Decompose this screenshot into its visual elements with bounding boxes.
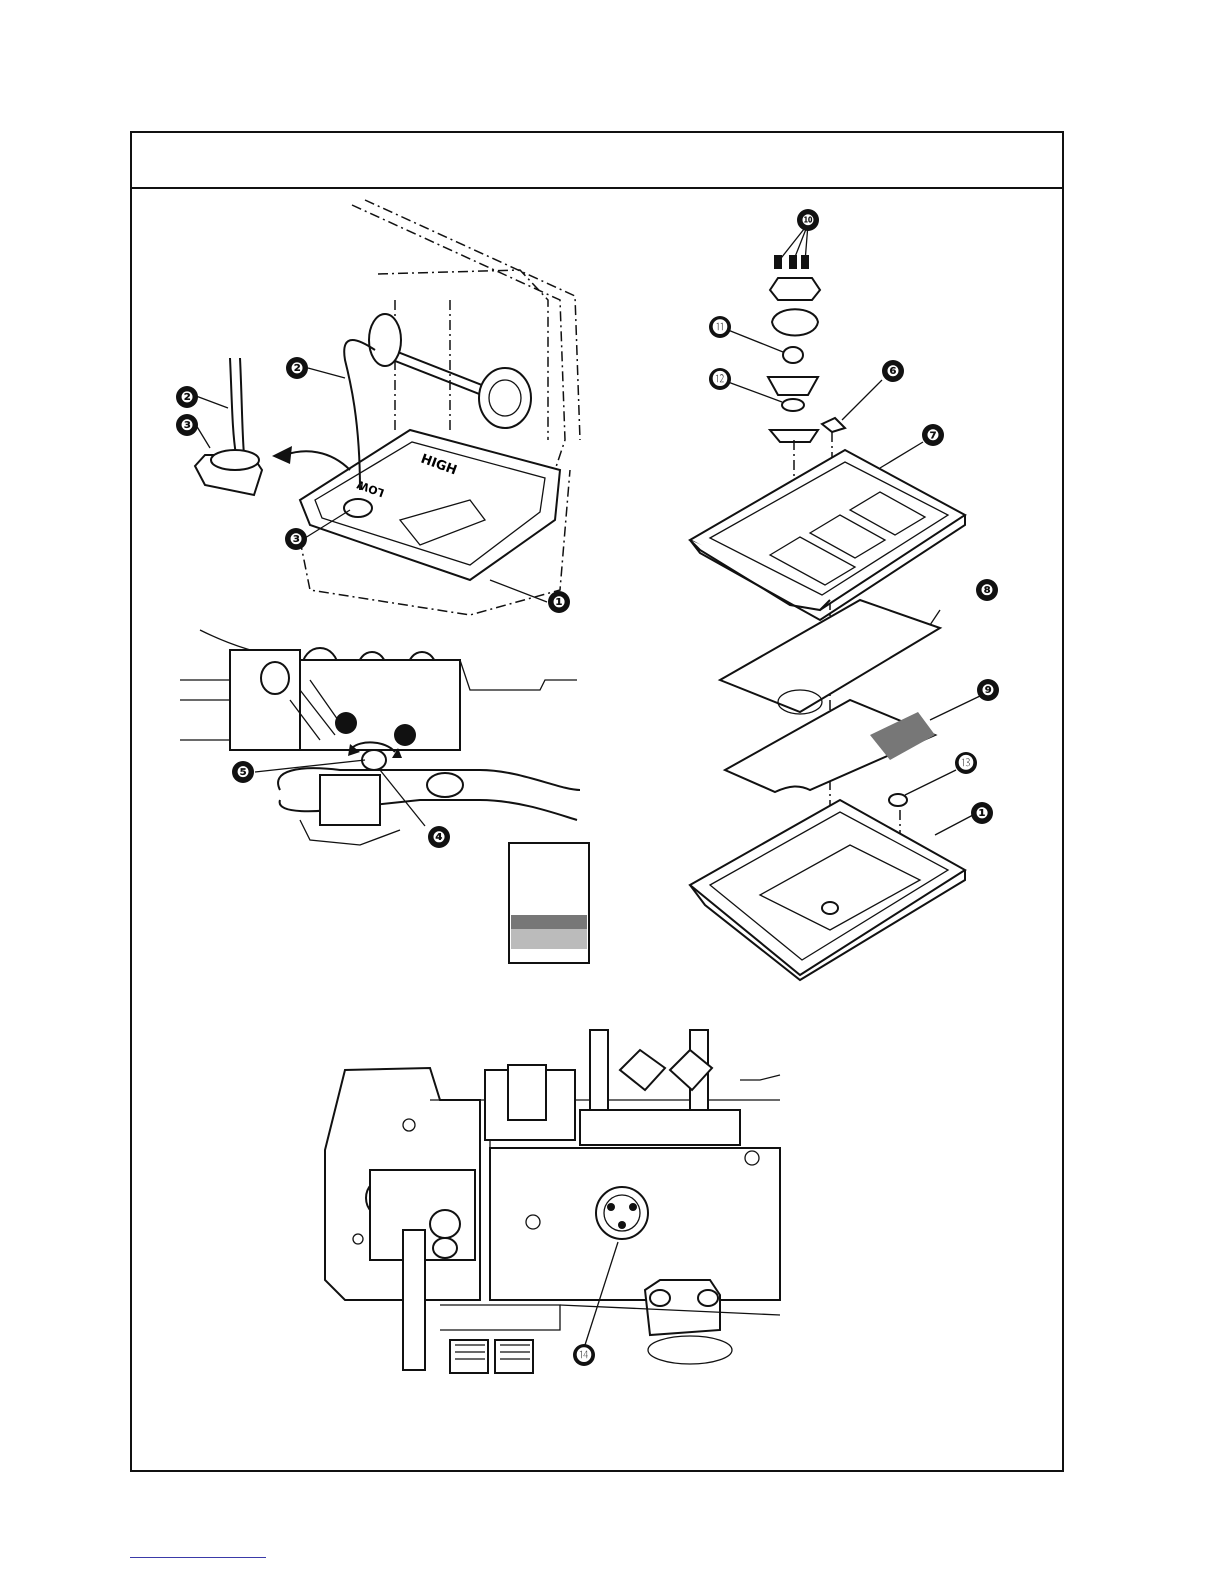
callout-13: ⓭ — [955, 752, 977, 774]
callout-10: ❿ — [797, 209, 819, 231]
figure-exploded-oil-pan — [690, 224, 980, 980]
figure-machine-bottom — [325, 1030, 780, 1373]
callout-9: ❾ — [977, 679, 999, 701]
callout-11: ⓫ — [709, 316, 731, 338]
svg-text:❸: ❸ — [290, 530, 303, 548]
callout-8: ❽ — [976, 579, 998, 601]
callout-1b: ❶ — [971, 802, 993, 824]
callout-5: ❺ — [232, 761, 254, 783]
svg-text:⓫: ⓫ — [712, 318, 727, 336]
figure-oil-pan-installed: HIGH LOW — [195, 200, 580, 615]
svg-text:⓬: ⓬ — [712, 370, 727, 388]
svg-text:❹: ❹ — [433, 828, 446, 846]
svg-text:❽: ❽ — [981, 581, 994, 599]
svg-text:❶: ❶ — [976, 804, 989, 822]
svg-text:❼: ❼ — [927, 426, 940, 444]
callout-6: ❻ — [882, 360, 904, 382]
callout-14: ⓮ — [573, 1344, 595, 1366]
callout-7: ❼ — [922, 424, 944, 446]
callout-3a: ❸ — [176, 414, 198, 436]
svg-text:❾: ❾ — [982, 681, 995, 699]
callout-12: ⓬ — [709, 368, 731, 390]
svg-text:❻: ❻ — [887, 362, 900, 380]
svg-text:❿: ❿ — [802, 211, 815, 229]
svg-text:⓮: ⓮ — [576, 1346, 591, 1364]
svg-text:❸: ❸ — [181, 416, 194, 434]
callout-4: ❹ — [428, 826, 450, 848]
svg-text:⓭: ⓭ — [958, 754, 973, 772]
callout-2a: ❷ — [286, 357, 308, 379]
svg-text:❷: ❷ — [291, 359, 304, 377]
svg-text:❶: ❶ — [553, 593, 566, 611]
callout-3b: ❸ — [285, 528, 307, 550]
footer-rule — [130, 1557, 266, 1559]
figure-adjust-screw — [180, 630, 580, 845]
callout-2b: ❷ — [176, 386, 198, 408]
svg-text:❺: ❺ — [237, 763, 250, 781]
svg-text:❷: ❷ — [181, 388, 194, 406]
callout-1a: ❶ — [548, 591, 570, 613]
figure-oil-level-sample — [509, 843, 589, 963]
